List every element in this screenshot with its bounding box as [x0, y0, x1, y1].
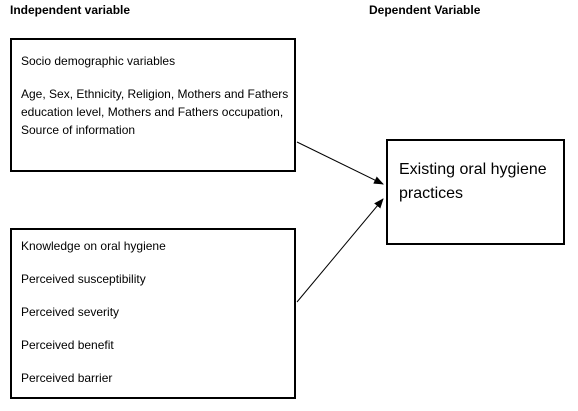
benefit-item: Perceived benefit: [21, 338, 114, 352]
dependent-variable-heading: Dependent Variable: [369, 3, 481, 17]
sociodemographic-title: Socio demographic variables: [21, 54, 176, 68]
independent-variable-heading: Independent variable: [10, 3, 131, 17]
knowledge-item: Knowledge on oral hygiene: [21, 239, 166, 253]
arrow-sociodemographic-to-practices: [296, 141, 384, 185]
knowledge-perception-box: Knowledge on oral hygiene Perceived susc…: [10, 228, 296, 399]
arrow-knowledge-to-practices: [296, 198, 384, 303]
susceptibility-item: Perceived susceptibility: [21, 272, 146, 286]
barrier-item: Perceived barrier: [21, 371, 113, 385]
oral-hygiene-practices-box: Existing oral hygiene practices: [386, 139, 565, 245]
severity-item: Perceived severity: [21, 305, 120, 319]
oral-hygiene-practices-label: Existing oral hygiene practices: [399, 161, 547, 202]
sociodemographic-box: Socio demographic variables Age, Sex, Et…: [10, 38, 296, 172]
sociodemographic-variables-list: Age, Sex, Ethnicity, Religion, Mothers a…: [21, 87, 289, 137]
